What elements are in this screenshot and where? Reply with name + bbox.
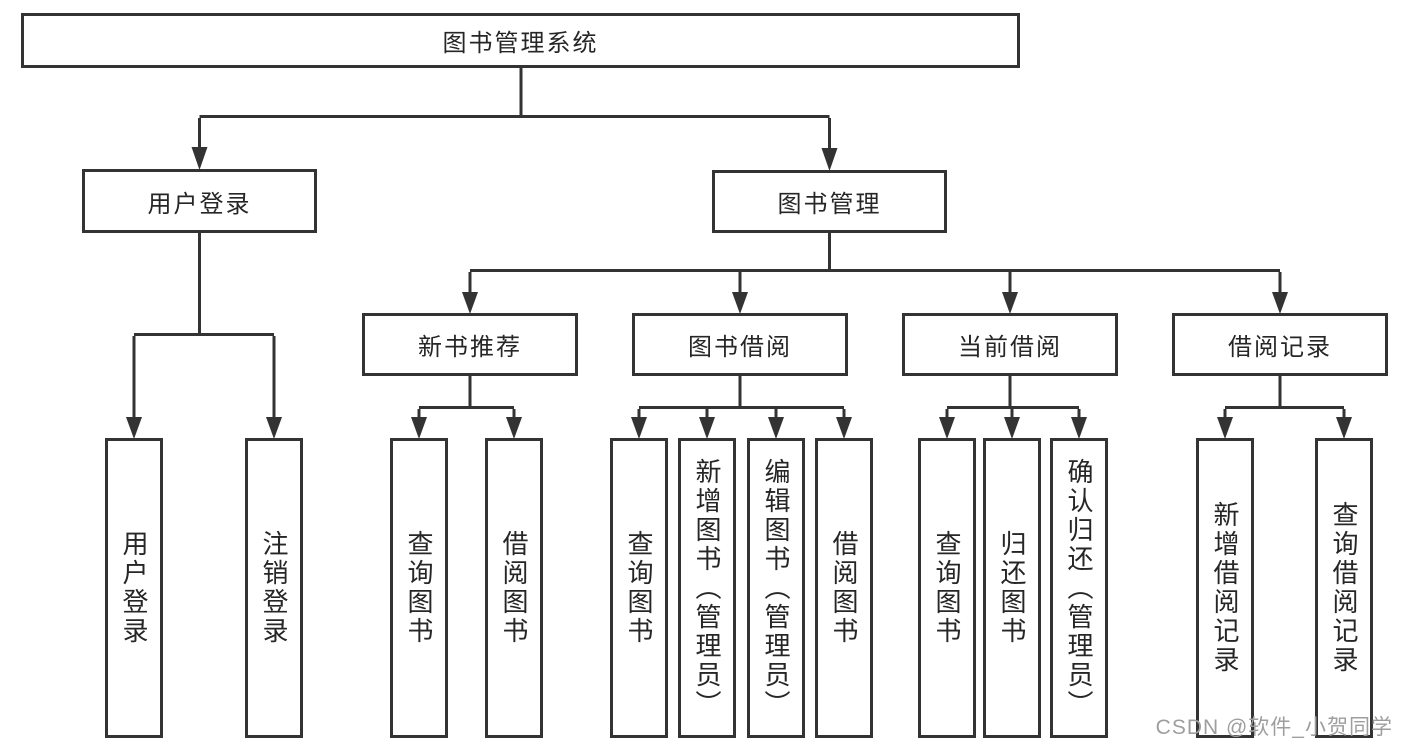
- leaf-label: 确认归还（管理员）: [1064, 457, 1094, 719]
- leaf-label: 查询图书: [624, 530, 654, 646]
- leaf-borrowing-query-books: 查询图书: [610, 438, 668, 738]
- leaf-user-login: 用户登录: [105, 438, 163, 738]
- leaf-borrowing-add-books-admin: 新增图书（管理员）: [678, 438, 736, 738]
- node-root-system: 图书管理系统: [21, 13, 1020, 68]
- leaf-label: 查询图书: [932, 530, 962, 646]
- leaf-current-confirm-return-admin: 确认归还（管理员）: [1050, 438, 1108, 738]
- leaf-label: 注销登录: [259, 530, 289, 646]
- leaf-current-query-books: 查询图书: [918, 438, 976, 738]
- leaf-label: 查询图书: [404, 530, 434, 646]
- node-current-borrowing: 当前借阅: [902, 313, 1118, 376]
- leaf-label: 归还图书: [997, 530, 1027, 646]
- leaf-records-add-record: 新增借阅记录: [1196, 438, 1254, 738]
- node-new-book-recommend: 新书推荐: [362, 313, 578, 376]
- leaf-label: 编辑图书（管理员）: [761, 457, 791, 719]
- leaf-current-return-books: 归还图书: [983, 438, 1041, 738]
- leaf-label: 用户登录: [119, 530, 149, 646]
- node-borrowing-records: 借阅记录: [1172, 313, 1388, 376]
- leaf-label: 新增图书（管理员）: [692, 457, 722, 719]
- leaf-label: 借阅图书: [499, 530, 529, 646]
- node-book-borrowing: 图书借阅: [632, 313, 848, 376]
- tree-edges: [132, 68, 1346, 418]
- csdn-watermark: CSDN @软件_小贺同学: [1155, 716, 1393, 739]
- leaf-label: 新增借阅记录: [1210, 501, 1240, 675]
- leaf-borrowing-borrow-books: 借阅图书: [815, 438, 873, 738]
- leaf-label: 借阅图书: [829, 530, 859, 646]
- leaf-recommend-borrow-books: 借阅图书: [485, 438, 543, 738]
- leaf-label: 查询借阅记录: [1329, 501, 1359, 675]
- leaf-logout: 注销登录: [245, 438, 303, 738]
- node-book-management: 图书管理: [712, 170, 947, 233]
- leaf-recommend-query-books: 查询图书: [390, 438, 448, 738]
- arrowheads: [126, 147, 1352, 439]
- leaf-records-query-record: 查询借阅记录: [1315, 438, 1373, 738]
- leaf-borrowing-edit-books-admin: 编辑图书（管理员）: [747, 438, 805, 738]
- node-user-login: 用户登录: [82, 169, 317, 233]
